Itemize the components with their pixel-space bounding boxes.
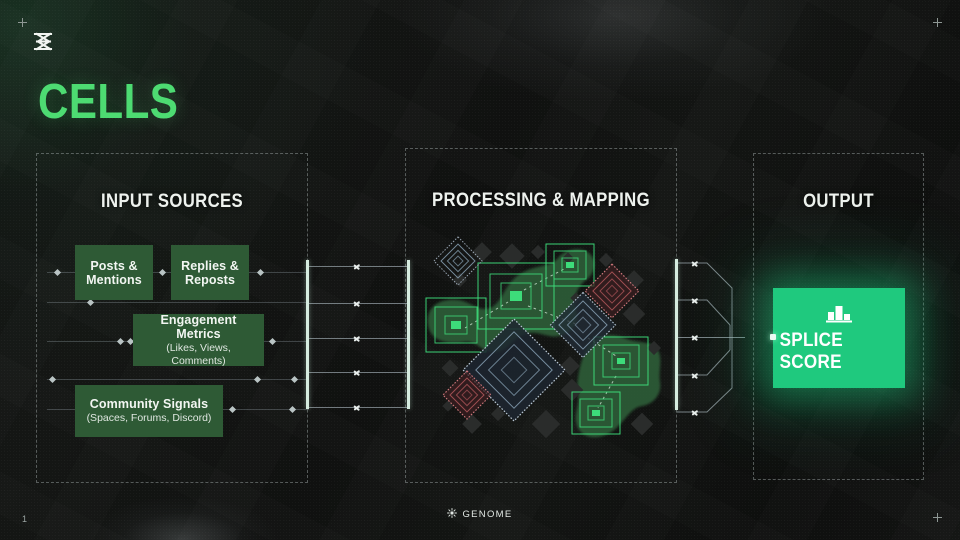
chevron-right-icon	[692, 295, 699, 305]
input-card-posts-mentions[interactable]: Posts & Mentions	[75, 245, 153, 300]
cluster-map-diagram	[420, 228, 670, 462]
chevron-right-icon	[692, 407, 699, 417]
splice-score-label: SPLICE SCORE	[779, 329, 843, 373]
card-title-line1: Posts &	[90, 258, 138, 273]
output-connector-dot	[770, 334, 776, 340]
page-number: 1	[22, 514, 28, 524]
page-title: CELLS	[38, 75, 179, 129]
input-bus-bar	[306, 260, 309, 409]
card-title-line2: Mentions	[86, 272, 142, 287]
plus-marker-icon	[18, 18, 27, 27]
sun-burst-icon	[447, 505, 458, 523]
footer-brand-label: GENOME	[462, 508, 513, 520]
genome-helix-logo-icon[interactable]	[31, 31, 57, 53]
bar-chart-podium-icon	[826, 303, 852, 323]
card-subtitle: (Likes, Views, Comments)	[166, 341, 231, 367]
plus-marker-icon	[933, 18, 942, 27]
card-title-line1: Engagement Metrics	[160, 312, 237, 341]
plus-marker-icon	[933, 513, 942, 522]
panel-heading-input: INPUT SOURCES	[100, 191, 244, 212]
chevron-right-icon	[692, 370, 699, 380]
input-card-replies-reposts[interactable]: Replies & Reposts	[171, 245, 249, 300]
splice-score-card[interactable]: SPLICE SCORE	[773, 288, 905, 388]
card-title-line2: Reposts	[184, 272, 236, 287]
processing-bus-bar	[407, 260, 410, 409]
map-node-green	[425, 243, 649, 435]
panel-output	[753, 153, 924, 480]
processing-output-bus-bar	[675, 259, 678, 410]
footer-brand: GENOME	[0, 505, 960, 523]
card-subtitle: (Spaces, Forums, Discord)	[86, 412, 212, 424]
input-card-community-signals[interactable]: Community Signals (Spaces, Forums, Disco…	[75, 385, 223, 437]
input-card-engagement-metrics[interactable]: Engagement Metrics (Likes, Views, Commen…	[133, 312, 264, 367]
panel-heading-output: OUTPUT	[803, 191, 874, 212]
card-title-line1: Community Signals	[89, 397, 209, 411]
panel-heading-processing: PROCESSING & MAPPING	[432, 190, 650, 211]
chevron-right-icon	[692, 332, 699, 342]
card-title-line1: Replies &	[181, 258, 239, 273]
chevron-right-icon	[692, 258, 699, 268]
